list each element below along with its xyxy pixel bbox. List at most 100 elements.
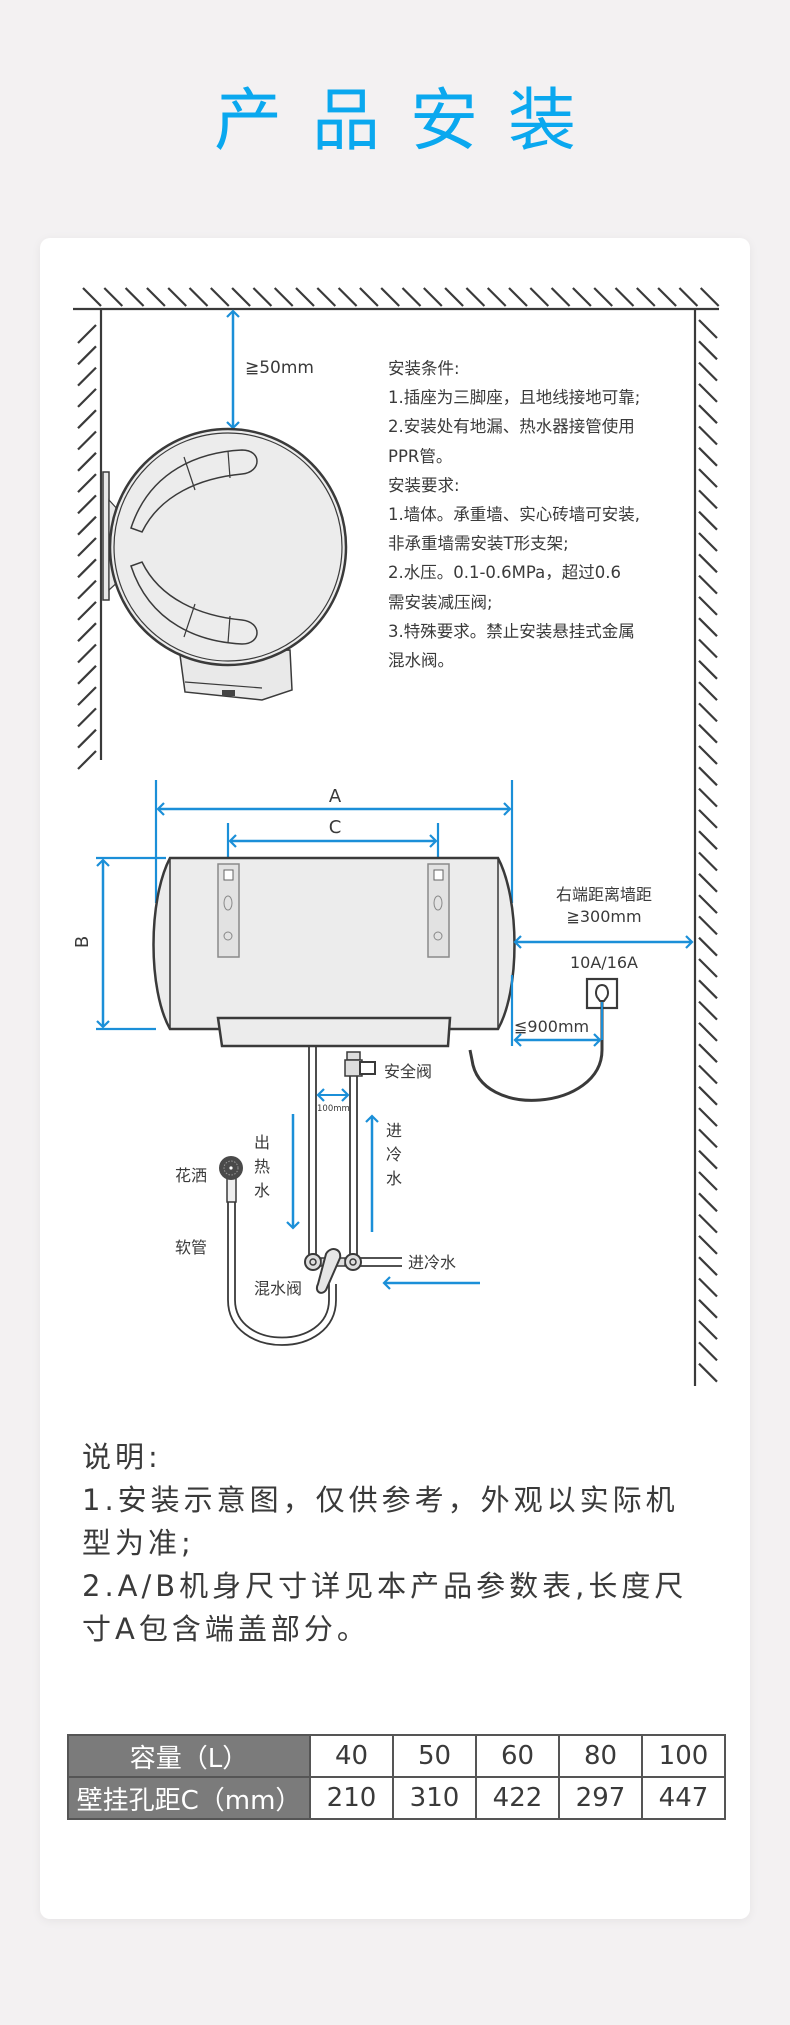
mixing-valve-label: 混水阀 bbox=[254, 1279, 302, 1298]
table-cell: 50 bbox=[392, 1734, 477, 1778]
requirement-line: 混水阀。 bbox=[388, 651, 454, 671]
wall-hatch-mark bbox=[77, 452, 97, 472]
table-cell: 310 bbox=[392, 1776, 477, 1820]
wall-hatch-mark bbox=[698, 830, 718, 850]
requirement-line: 1.插座为三脚座，且地线接地可靠; bbox=[388, 388, 641, 408]
wall-hatch-mark bbox=[698, 553, 718, 574]
wall-hatch-mark bbox=[77, 345, 97, 366]
shower-hose bbox=[227, 1200, 337, 1346]
wall-hatch-mark bbox=[77, 558, 97, 579]
wall-hatch-mark bbox=[572, 287, 592, 307]
table-cell: 60 bbox=[475, 1734, 560, 1778]
wall-hatch-mark bbox=[337, 287, 358, 307]
wall-hatch-mark bbox=[77, 707, 97, 728]
wall-hatch-mark bbox=[698, 1149, 718, 1170]
wall-hatch-mark bbox=[295, 287, 315, 307]
wall-hatch-mark bbox=[698, 787, 718, 808]
wall-hatch-mark bbox=[698, 1043, 718, 1063]
heater-end-view bbox=[102, 427, 348, 701]
requirement-line: PPR管。 bbox=[388, 446, 453, 466]
wall-hatch-mark bbox=[77, 409, 97, 429]
table-cell: 447 bbox=[641, 1776, 726, 1820]
wall-hatch-mark bbox=[77, 750, 97, 770]
outlet-rating-label: 10A/16A bbox=[570, 953, 638, 972]
wall-hatch-mark bbox=[465, 287, 486, 307]
table-cell: 80 bbox=[558, 1734, 643, 1778]
wall-hatch-mark bbox=[167, 287, 187, 307]
dimension-c-label: C bbox=[329, 817, 342, 838]
right-clearance-label-2: ≧300mm bbox=[566, 907, 641, 926]
wall-hatch-mark bbox=[77, 643, 97, 664]
wall-hatch-mark bbox=[699, 287, 720, 307]
wall-hatch-mark bbox=[316, 287, 337, 307]
wall-hatch-mark bbox=[77, 665, 97, 685]
wall-hatch-mark bbox=[103, 287, 124, 307]
wall-hatch-mark bbox=[231, 287, 251, 307]
hot-out-label-2: 热 bbox=[254, 1157, 270, 1176]
wall-hatch-mark bbox=[698, 638, 718, 659]
wall-hatch-mark bbox=[698, 809, 718, 829]
wall-hatch-mark bbox=[698, 766, 718, 787]
wall-hatch-mark bbox=[77, 579, 97, 600]
wall-hatch-mark bbox=[698, 936, 718, 957]
wall-hatch-mark bbox=[698, 1341, 718, 1362]
wall-hatch-mark bbox=[698, 319, 718, 339]
wall-hatch-mark bbox=[698, 1362, 718, 1383]
wall-hatch-mark bbox=[380, 287, 400, 307]
table-cell: 297 bbox=[558, 1776, 643, 1820]
requirement-line: 安装要求: bbox=[388, 475, 460, 495]
wall-hatch-mark bbox=[698, 468, 718, 488]
right-clearance-dimension bbox=[510, 935, 694, 1046]
right-clearance-label-1: 右端距离墙距 bbox=[556, 885, 652, 904]
wall-hatch-mark bbox=[698, 404, 718, 424]
requirement-line: 非承重墙需安装T形支架; bbox=[388, 534, 569, 554]
pipe-spacing-label: 100mm bbox=[317, 1104, 350, 1114]
requirement-line: 1.墙体。承重墙、实心砖墙可安装, bbox=[388, 505, 640, 525]
outlet-distance-label: ≦900mm bbox=[514, 1017, 589, 1036]
wall-hatch-mark bbox=[82, 287, 102, 307]
row-header: 壁挂孔距C（mm） bbox=[67, 1776, 311, 1820]
wall-bracket-left bbox=[217, 863, 240, 958]
notes-heading: 说明: bbox=[82, 1440, 162, 1474]
wall-hatch-mark bbox=[273, 287, 294, 307]
wall-hatch-mark bbox=[401, 287, 422, 307]
note-line: 型为准; bbox=[82, 1526, 195, 1560]
wall-hatch-mark bbox=[698, 1299, 718, 1319]
wall-hatch-mark bbox=[698, 510, 718, 531]
wall-hatch-mark bbox=[698, 745, 718, 765]
wall-hatch-mark bbox=[698, 1213, 718, 1234]
wall-hatch-mark bbox=[77, 601, 97, 621]
wall-hatch-mark bbox=[124, 287, 145, 307]
note-line: 寸A包含端盖部分。 bbox=[82, 1612, 370, 1646]
installation-diagram: ≧50mm A C B bbox=[72, 287, 720, 1386]
requirement-line: 需安装减压阀; bbox=[388, 592, 493, 612]
wall-hatch-mark bbox=[698, 958, 718, 978]
wall-hatch-mark bbox=[698, 1277, 718, 1298]
top-clearance-label: ≧50mm bbox=[245, 358, 314, 378]
cold-in-vertical-label-3: 水 bbox=[386, 1169, 402, 1188]
wall-hatch-mark bbox=[698, 915, 718, 936]
wall-hatch-mark bbox=[698, 340, 718, 361]
note-line: 2.A/B机身尺寸详见本产品参数表,长度尺 bbox=[82, 1569, 688, 1603]
wall-hatch-mark bbox=[636, 287, 656, 307]
wall-hatch-mark bbox=[698, 1064, 718, 1085]
wall-hatch-mark bbox=[77, 686, 97, 706]
wall-hatch-mark bbox=[77, 430, 97, 451]
hot-out-label-1: 出 bbox=[254, 1133, 270, 1152]
wall-hatch-mark bbox=[486, 287, 507, 307]
wall-hatch-mark bbox=[77, 622, 97, 642]
wall-hatch-mark bbox=[698, 1000, 718, 1021]
cold-in-vertical-label-2: 冷 bbox=[386, 1145, 402, 1164]
requirement-line: 2.安装处有地漏、热水器接管使用 bbox=[388, 417, 635, 437]
wall-hatch-mark bbox=[77, 473, 97, 493]
wall-hatch-mark bbox=[77, 537, 97, 557]
note-line: 1.安装示意图，仅供参考，外观以实际机 bbox=[82, 1483, 679, 1517]
installation-notes: 说明: 1.安装示意图，仅供参考，外观以实际机型为准; 2.A/B机身尺寸详见本产品… bbox=[82, 1436, 722, 1651]
wall-hatch-mark bbox=[444, 287, 464, 307]
wall-hatch-mark bbox=[77, 366, 97, 387]
requirement-line: 2.水压。0.1-0.6MPa，超过0.6 bbox=[388, 563, 621, 583]
dimension-b bbox=[96, 856, 166, 1031]
